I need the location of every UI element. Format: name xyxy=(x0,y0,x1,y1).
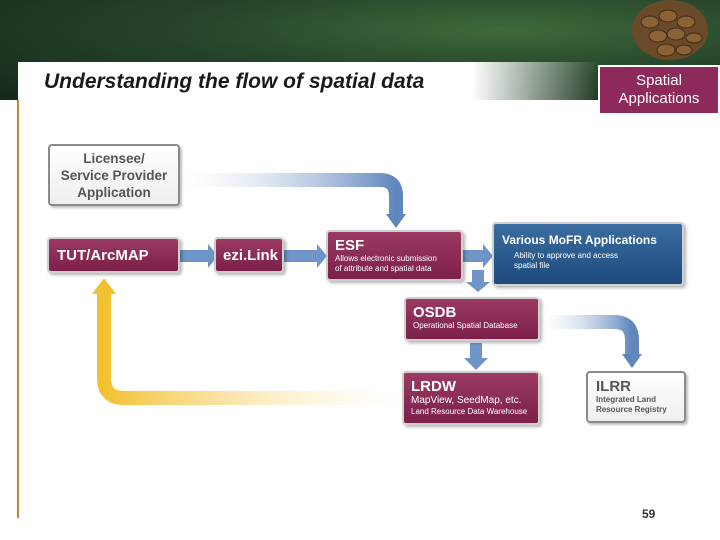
mofr-applications-box: Various MoFR Applications Ability to app… xyxy=(492,222,684,286)
esf-box: ESF Allows electronic submission of attr… xyxy=(326,230,463,281)
lrdw-title: LRDW xyxy=(411,378,456,395)
lrdw-line1: MapView, SeedMap, etc. xyxy=(411,395,522,406)
licensee-line2: Service Provider xyxy=(60,168,168,183)
mofr-line1: Ability to approve and access xyxy=(514,251,619,260)
badge-line2: Applications xyxy=(618,90,700,107)
arrow-mofr-to-osdb xyxy=(472,270,484,284)
slide-title: Understanding the flow of spatial data xyxy=(44,70,425,93)
ezilink-title: ezi.Link xyxy=(223,247,279,264)
tut-arcmap-box: TUT/ArcMAP xyxy=(47,237,180,273)
osdb-subtitle: Operational Spatial Database xyxy=(413,321,518,330)
arrow-tut-to-ezilink xyxy=(180,250,210,262)
arrow-ezilink-to-esf xyxy=(283,250,319,262)
ilrr-title: ILRR xyxy=(596,378,631,395)
licensee-box: Licensee/ Service Provider Application xyxy=(48,144,180,206)
ilrr-box: ILRR Integrated Land Resource Registry xyxy=(586,371,686,423)
arrow-head-tut xyxy=(92,278,116,294)
arrow-osdb-to-lrdw xyxy=(470,343,482,361)
esf-line1: Allows electronic submission xyxy=(335,254,437,263)
licensee-line1: Licensee/ xyxy=(83,151,145,166)
badge-line1: Spatial xyxy=(636,72,682,89)
arrow-licensee-to-esf xyxy=(180,173,403,216)
osdb-box: OSDB Operational Spatial Database xyxy=(404,297,540,341)
licensee-line3: Application xyxy=(77,185,151,200)
mofr-line2: spatial file xyxy=(514,261,550,270)
title-bar xyxy=(18,62,600,102)
pinecone-image xyxy=(610,0,720,64)
osdb-title: OSDB xyxy=(413,304,457,321)
left-rule xyxy=(17,100,19,518)
page-number: 59 xyxy=(642,507,656,521)
spatial-applications-badge: Spatial Applications xyxy=(598,65,720,115)
lrdw-line2: Land Resource Data Warehouse xyxy=(411,407,528,416)
arrow-lrdw-to-tut xyxy=(97,292,402,405)
tut-arcmap-title: TUT/ArcMAP xyxy=(57,247,149,264)
lrdw-box: LRDW MapView, SeedMap, etc. Land Resourc… xyxy=(402,371,540,425)
arrow-osdb-to-ilrr xyxy=(540,315,639,356)
arrow-head-esf xyxy=(386,214,406,228)
mofr-title: Various MoFR Applications xyxy=(502,233,657,247)
ilrr-line2: Resource Registry xyxy=(596,405,667,414)
esf-title: ESF xyxy=(335,237,365,254)
ezilink-box: ezi.Link xyxy=(214,237,284,273)
esf-line2: of attribute and spatial data xyxy=(335,264,432,273)
arrow-esf-to-mofr xyxy=(463,250,485,262)
ilrr-line1: Integrated Land xyxy=(596,395,657,404)
